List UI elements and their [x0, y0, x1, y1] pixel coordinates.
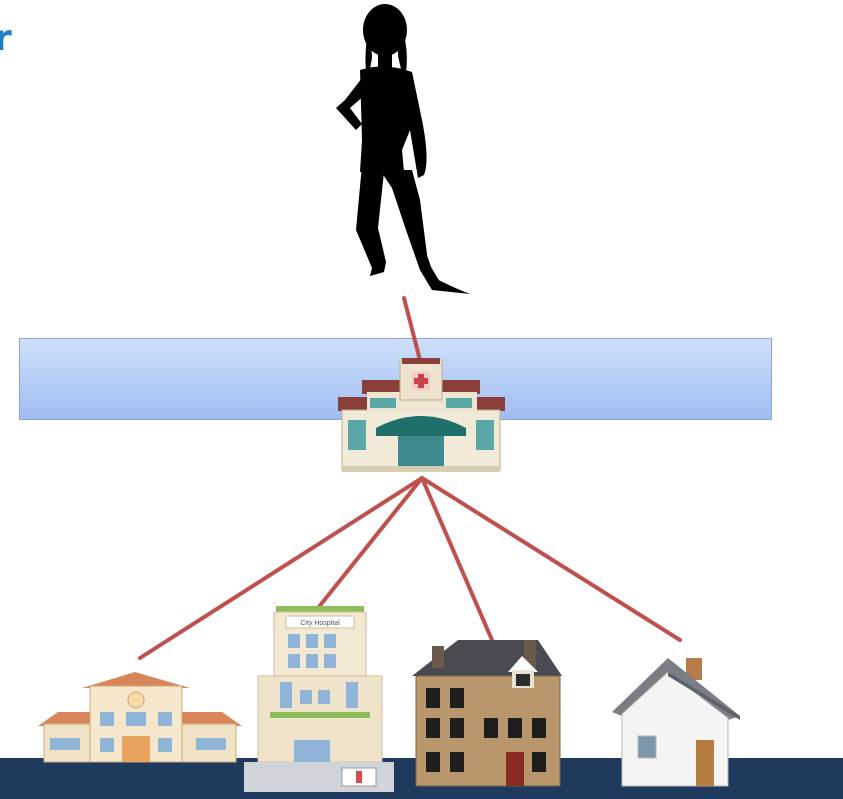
connector-lines — [140, 298, 680, 658]
connector-hub-facility-2 — [318, 478, 422, 608]
school-building-icon — [38, 672, 242, 762]
hospital-sign-text: City Hospital — [300, 620, 340, 627]
connector-hub-facility-4 — [422, 478, 680, 640]
hub-hospital-icon — [338, 358, 505, 472]
small-house-icon — [612, 658, 740, 786]
person-silhouette-icon — [336, 4, 470, 294]
city-hospital-icon: City Hospital — [244, 606, 394, 792]
connector-woman-hub — [404, 298, 421, 364]
townhouse-icon — [412, 640, 562, 786]
